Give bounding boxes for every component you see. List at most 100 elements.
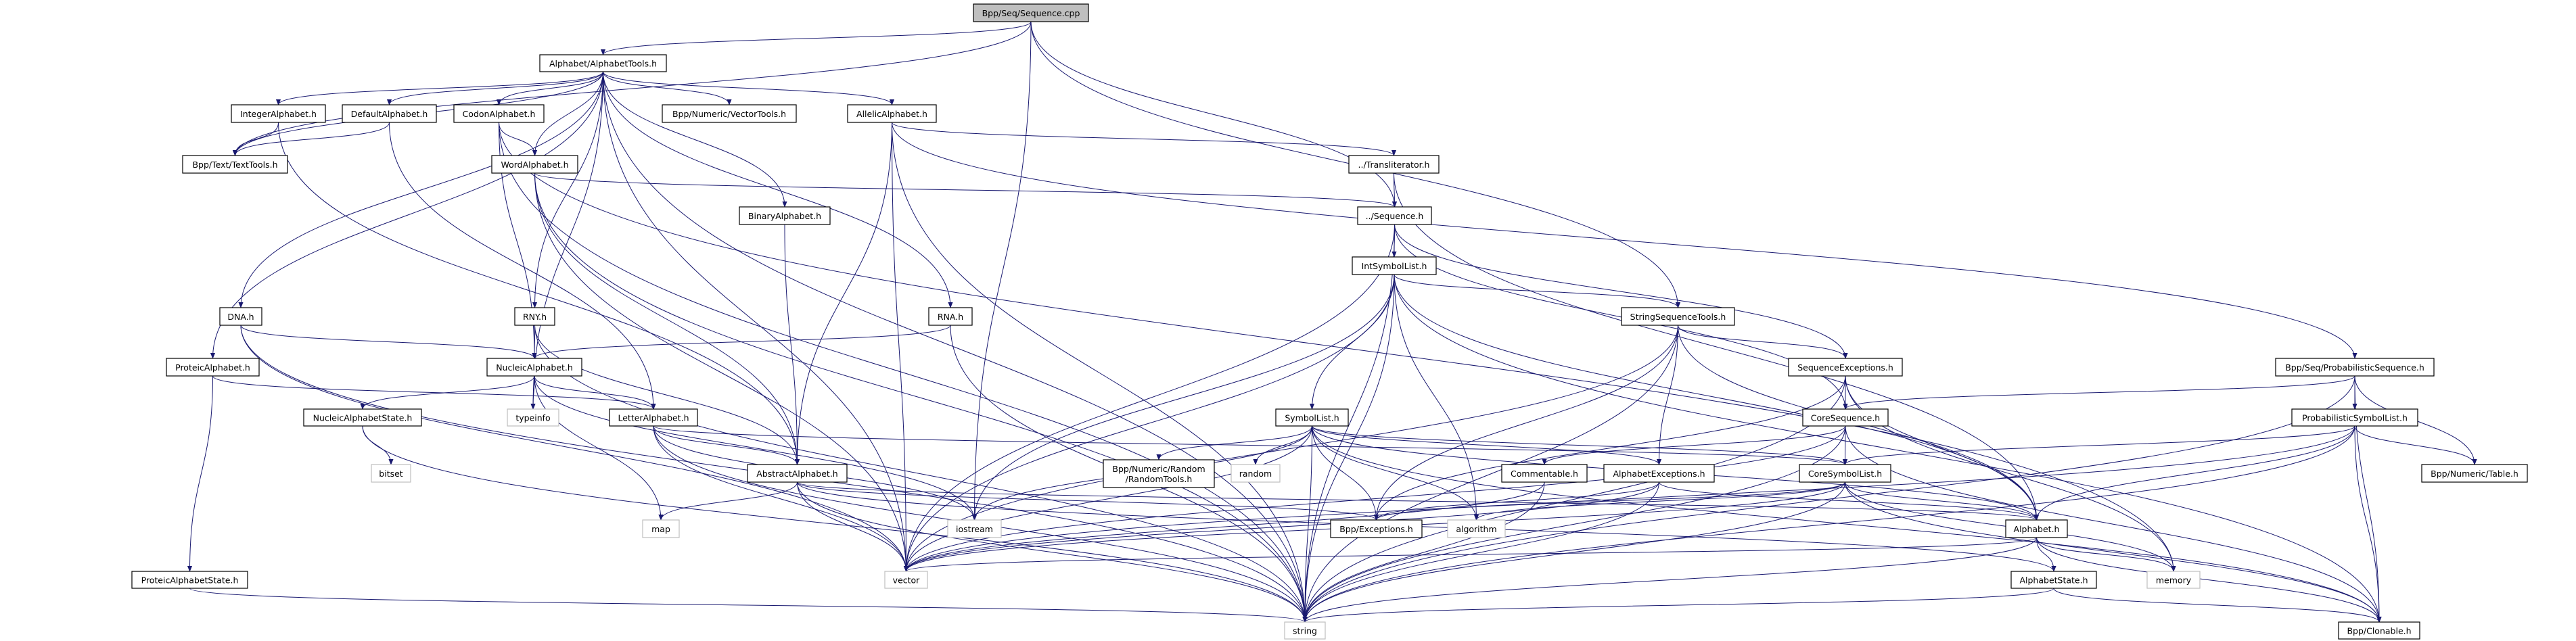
node-binaryalphabet-h[interactable]: BinaryAlphabet.h (739, 206, 831, 225)
node-label: Bpp/Numeric/VectorTools.h (672, 109, 786, 119)
node-alphabetstate-h[interactable]: AlphabetState.h (2010, 571, 2097, 589)
edge-alphstate-to-clonable (2053, 588, 2382, 623)
edge-coreseq-to-clonable (1845, 425, 2382, 623)
node-rny-h[interactable]: RNY.h (514, 307, 555, 326)
node-label: string (1293, 625, 1317, 636)
node-probabilisticsymbollist-h[interactable]: ProbabilisticSymbolList.h (2291, 408, 2418, 427)
node-bpp-exceptions-h[interactable]: Bpp/Exceptions.h (1330, 519, 1423, 538)
edge-probsym-to-vector (904, 425, 2355, 572)
node-abstractalphabet-h[interactable]: AbstractAlphabet.h (747, 464, 848, 483)
edge-integer-to-texttools (232, 122, 279, 156)
node-sequence-h[interactable]: ../Sequence.h (1357, 206, 1432, 225)
node-defaultalphabet-h[interactable]: DefaultAlphabet.h (342, 104, 437, 123)
node-box (491, 155, 578, 174)
node-box (662, 104, 797, 123)
edge-intsym-to-strseqtools (1394, 274, 1680, 308)
node-proteicalphabetstate-h[interactable]: ProteicAlphabetState.h (131, 571, 248, 589)
node-box (739, 206, 831, 225)
node-label: Bpp/Exceptions.h (1339, 524, 1413, 534)
node-proteicalphabet-h[interactable]: ProteicAlphabet.h (166, 358, 260, 377)
node-box (1352, 256, 1437, 275)
edge-integer-to-abstract (278, 122, 800, 465)
edge-nucleic-to-iostream (534, 375, 978, 521)
node-commentable-h[interactable]: Commentable.h (1501, 464, 1588, 483)
node-rna-h[interactable]: RNA.h (928, 307, 973, 326)
node-label: typeinfo (515, 412, 550, 423)
node-box (1788, 358, 1903, 377)
node-box (884, 571, 928, 589)
edge-alphabettools-to-codon (496, 71, 603, 105)
node-codonalphabet-h[interactable]: CodonAlphabet.h (453, 104, 545, 123)
node-label: ../Sequence.h (1366, 211, 1424, 221)
nodes-layer: Bpp/Seq/Sequence.cppAlphabet/AlphabetToo… (131, 3, 2528, 640)
node-bpp-numeric-table-h[interactable]: Bpp/Numeric/Table.h (2421, 464, 2528, 483)
edge-seqh-to-coreseq (1394, 224, 1848, 410)
node-label: DefaultAlphabet.h (351, 109, 428, 119)
edge-root-to-alphabettools (601, 21, 1032, 55)
edge-symlist-to-coresym (1312, 425, 1847, 465)
node-symbollist-h[interactable]: SymbolList.h (1275, 408, 1349, 427)
edge-probsym-to-table (2354, 425, 2477, 465)
node-label: map (651, 524, 670, 534)
node-label: Bpp/Numeric/Random/RandomTools.h (1112, 464, 1205, 484)
node-sequenceexceptions-h[interactable]: SequenceExceptions.h (1788, 358, 1903, 377)
edge-alphabettools-to-rny (532, 71, 603, 308)
node-box (507, 408, 559, 427)
edge-coreseq-to-vector (904, 425, 1846, 572)
edge-alphabettools-to-typeinfo (530, 71, 603, 410)
node-box (642, 519, 680, 538)
node-transliterator-h[interactable]: ../Transliterator.h (1348, 155, 1440, 174)
node-bpp-numeric-vectortools-h[interactable]: Bpp/Numeric/VectorTools.h (662, 104, 797, 123)
node-nucleicalphabet-h[interactable]: NucleicAlphabet.h (486, 358, 582, 377)
node-wordalphabet-h[interactable]: WordAlphabet.h (491, 155, 578, 174)
node-stringsequencetools-h[interactable]: StringSequenceTools.h (1621, 307, 1735, 326)
node-bpp-seq-probabilisticsequence-h[interactable]: Bpp/Seq/ProbabilisticSequence.h (2275, 358, 2435, 377)
edge-coresym-to-string (1302, 481, 1845, 623)
edge-intsym-to-algorithm (1394, 274, 1479, 521)
edge-symlist-to-randomtools (1156, 425, 1312, 460)
edge-alphabettools-to-string (603, 71, 1308, 623)
node-box (342, 104, 437, 123)
edge-probsym-to-clonable (2354, 425, 2382, 623)
node-bpp-seq-sequence-cpp[interactable]: Bpp/Seq/Sequence.cpp (973, 3, 1089, 22)
edge-coresym-to-alphabet (1845, 481, 2040, 521)
edge-default-to-texttools (232, 122, 390, 156)
node-nucleicalphabetstate-h[interactable]: NucleicAlphabetState.h (303, 408, 422, 427)
node-alphabet-alphabettools-h[interactable]: Alphabet/AlphabetTools.h (539, 54, 667, 72)
node-dna-h[interactable]: DNA.h (219, 307, 262, 326)
edge-symlist-to-clonable (1312, 425, 2382, 623)
node-box (1621, 307, 1735, 326)
node-box (747, 464, 848, 483)
edge-alphabet-to-vector (904, 537, 2037, 572)
node-bpp-clonable-h[interactable]: Bpp/Clonable.h (2338, 621, 2420, 640)
node-alphabetexceptions-h[interactable]: AlphabetExceptions.h (1603, 464, 1715, 483)
edge-allelic-to-vector (892, 122, 909, 572)
node-label: RNA.h (938, 312, 963, 322)
edge-translit-to-alphabet (1394, 172, 2040, 521)
node-coresymbollist-h[interactable]: CoreSymbolList.h (1799, 464, 1891, 483)
edge-coresym-to-exceptions (1374, 481, 1845, 521)
node-bpp-numeric-random-randomtools-h[interactable]: Bpp/Numeric/Random/RandomTools.h (1103, 459, 1215, 488)
node-coresequence-h[interactable]: CoreSequence.h (1802, 408, 1889, 427)
node-bpp-text-texttools-h[interactable]: Bpp/Text/TextTools.h (182, 155, 288, 174)
node-box (219, 307, 262, 326)
edge-seqh-to-vector (903, 224, 1395, 572)
node-letteralphabet-h[interactable]: LetterAlphabet.h (609, 408, 698, 427)
node-label: IntegerAlphabet.h (240, 109, 317, 119)
edge-coresym-to-clonable (1845, 481, 2382, 623)
node-alphabet-h[interactable]: Alphabet.h (2005, 519, 2068, 538)
node-allelicalphabet-h[interactable]: AllelicAlphabet.h (847, 104, 937, 123)
edge-symlist-to-algorithm (1312, 425, 1479, 521)
edge-abstract-to-vector (797, 481, 909, 572)
edge-proteic-to-proteicstate (187, 375, 213, 572)
node-label: ProteicAlphabet.h (175, 362, 250, 373)
edge-allelic-to-probseq (892, 122, 2358, 359)
node-integeralphabet-h[interactable]: IntegerAlphabet.h (231, 104, 326, 123)
node-box (303, 408, 422, 427)
node-intsymbollist-h[interactable]: IntSymbolList.h (1352, 256, 1437, 275)
node-label: BinaryAlphabet.h (748, 211, 821, 221)
edge-root-to-texttools (232, 21, 1032, 156)
edge-symlist-to-vector (903, 425, 1312, 572)
node-label: Bpp/Text/TextTools.h (192, 160, 277, 170)
